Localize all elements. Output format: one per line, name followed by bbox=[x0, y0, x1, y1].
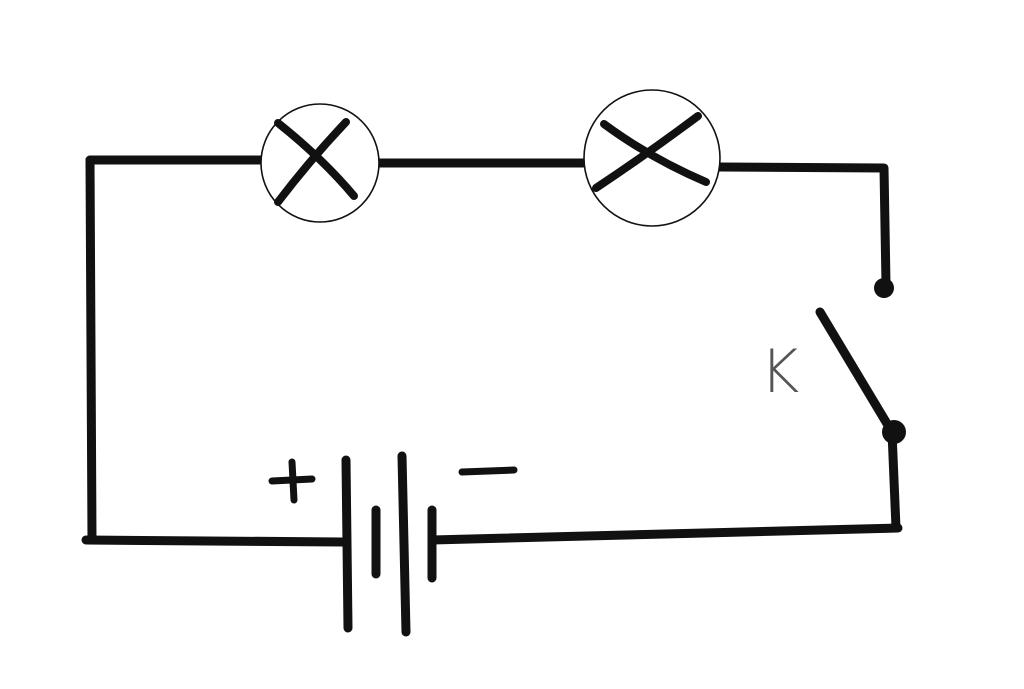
negative-terminal-sign bbox=[458, 466, 518, 476]
switch-blade bbox=[815, 307, 897, 437]
lamp-2-filament-b bbox=[592, 112, 702, 192]
wire-right-lower bbox=[887, 427, 901, 533]
battery bbox=[341, 451, 437, 637]
lamp-1-filament-a bbox=[274, 119, 358, 200]
wire-left bbox=[85, 155, 97, 545]
minus-line bbox=[458, 466, 518, 476]
battery-plate-long-2 bbox=[397, 451, 411, 637]
switch-pivot bbox=[882, 420, 906, 444]
wire-bottom-right bbox=[427, 523, 903, 545]
positive-terminal-sign bbox=[268, 458, 316, 504]
switch-contact-top bbox=[874, 278, 894, 298]
wires bbox=[81, 155, 903, 547]
lamp-1-filament-b bbox=[274, 118, 350, 206]
lamp-2-filament-a bbox=[600, 120, 710, 186]
lamp-1 bbox=[260, 103, 380, 223]
switch-k: K bbox=[760, 278, 906, 444]
switch-label: K bbox=[760, 337, 799, 407]
lamp-2 bbox=[583, 89, 721, 227]
wire-top-right bbox=[715, 162, 891, 289]
wire-bottom-left bbox=[81, 535, 347, 547]
plus-vertical bbox=[288, 458, 298, 504]
